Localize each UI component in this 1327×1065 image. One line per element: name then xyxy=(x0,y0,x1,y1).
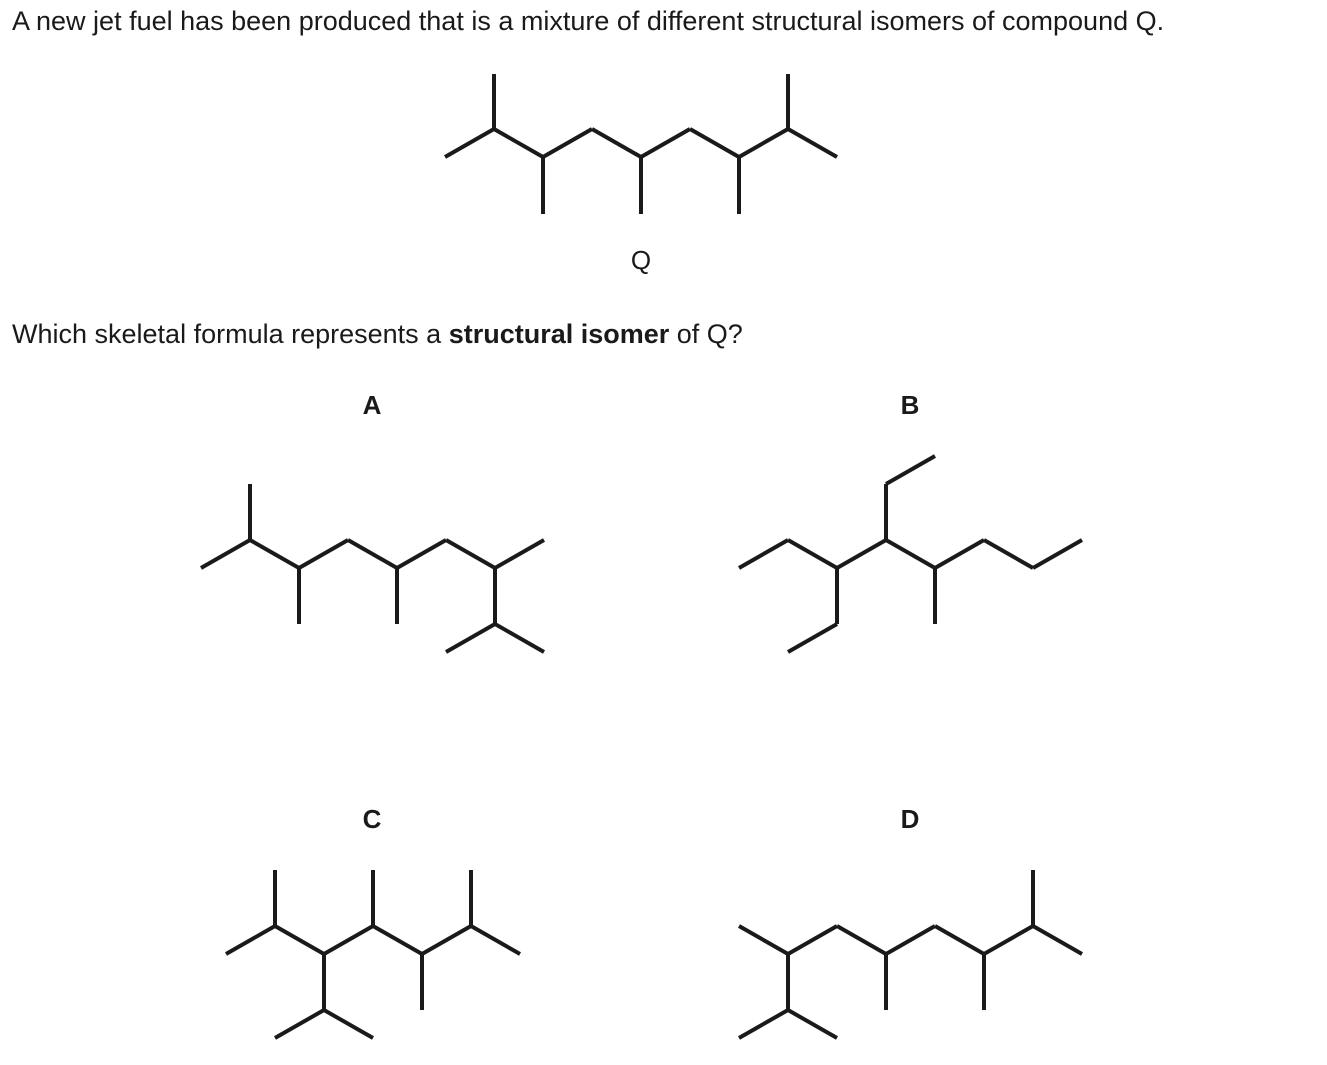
question-text-start: Which skeletal formula represents a xyxy=(12,319,449,349)
question-text-end: of Q? xyxy=(669,319,743,349)
question-text-bold: structural isomer xyxy=(448,319,670,349)
question-text: Which skeletal formula represents a stru… xyxy=(12,317,743,351)
option-b-label[interactable]: B xyxy=(900,390,920,420)
option-d-label[interactable]: D xyxy=(900,804,920,834)
compound-q-label: Q xyxy=(630,245,652,275)
option-a-label[interactable]: A xyxy=(362,390,382,420)
intro-text: A new jet fuel has been produced that is… xyxy=(12,6,1165,36)
option-c-label[interactable]: C xyxy=(362,804,382,834)
